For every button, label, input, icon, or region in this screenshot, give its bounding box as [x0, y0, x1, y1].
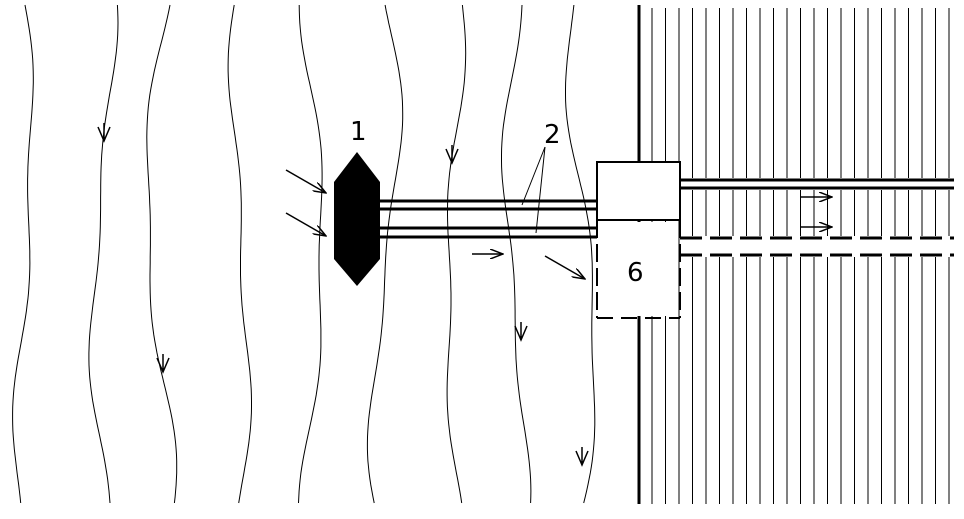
inflow-arrows: [285, 169, 326, 236]
flow-arrow: [514, 322, 528, 342]
flow-line: [565, 4, 596, 504]
intake-head: [334, 152, 380, 286]
flow-line: [366, 4, 404, 504]
flow-arrow: [156, 354, 170, 374]
water-flow-lines: [12, 4, 596, 504]
flow-line: [446, 4, 467, 504]
flow-line: [12, 4, 34, 504]
flow-line: [88, 4, 119, 504]
label-chamber: 6: [627, 258, 644, 288]
label-pipes: 2: [544, 120, 561, 150]
intake-pipes: [380, 199, 597, 239]
flow-line: [501, 4, 532, 504]
flow-arrow: [575, 447, 589, 467]
flow-arrow: [97, 123, 111, 143]
flow-arrow: [445, 145, 459, 165]
outlet-pipes-dashed: [680, 236, 954, 257]
outlet-pipes: [680, 178, 954, 190]
flow-direction-arrows: [97, 123, 589, 467]
pump-chamber-upper: [596, 161, 681, 221]
flow-line: [146, 4, 178, 504]
label-intake: 1: [350, 117, 367, 147]
label-2-leaders: [521, 146, 546, 234]
flow-line: [298, 4, 323, 504]
pipe-flow-arrows: [472, 197, 832, 279]
chamber-fill: [599, 222, 678, 316]
flow-line: [227, 4, 252, 504]
